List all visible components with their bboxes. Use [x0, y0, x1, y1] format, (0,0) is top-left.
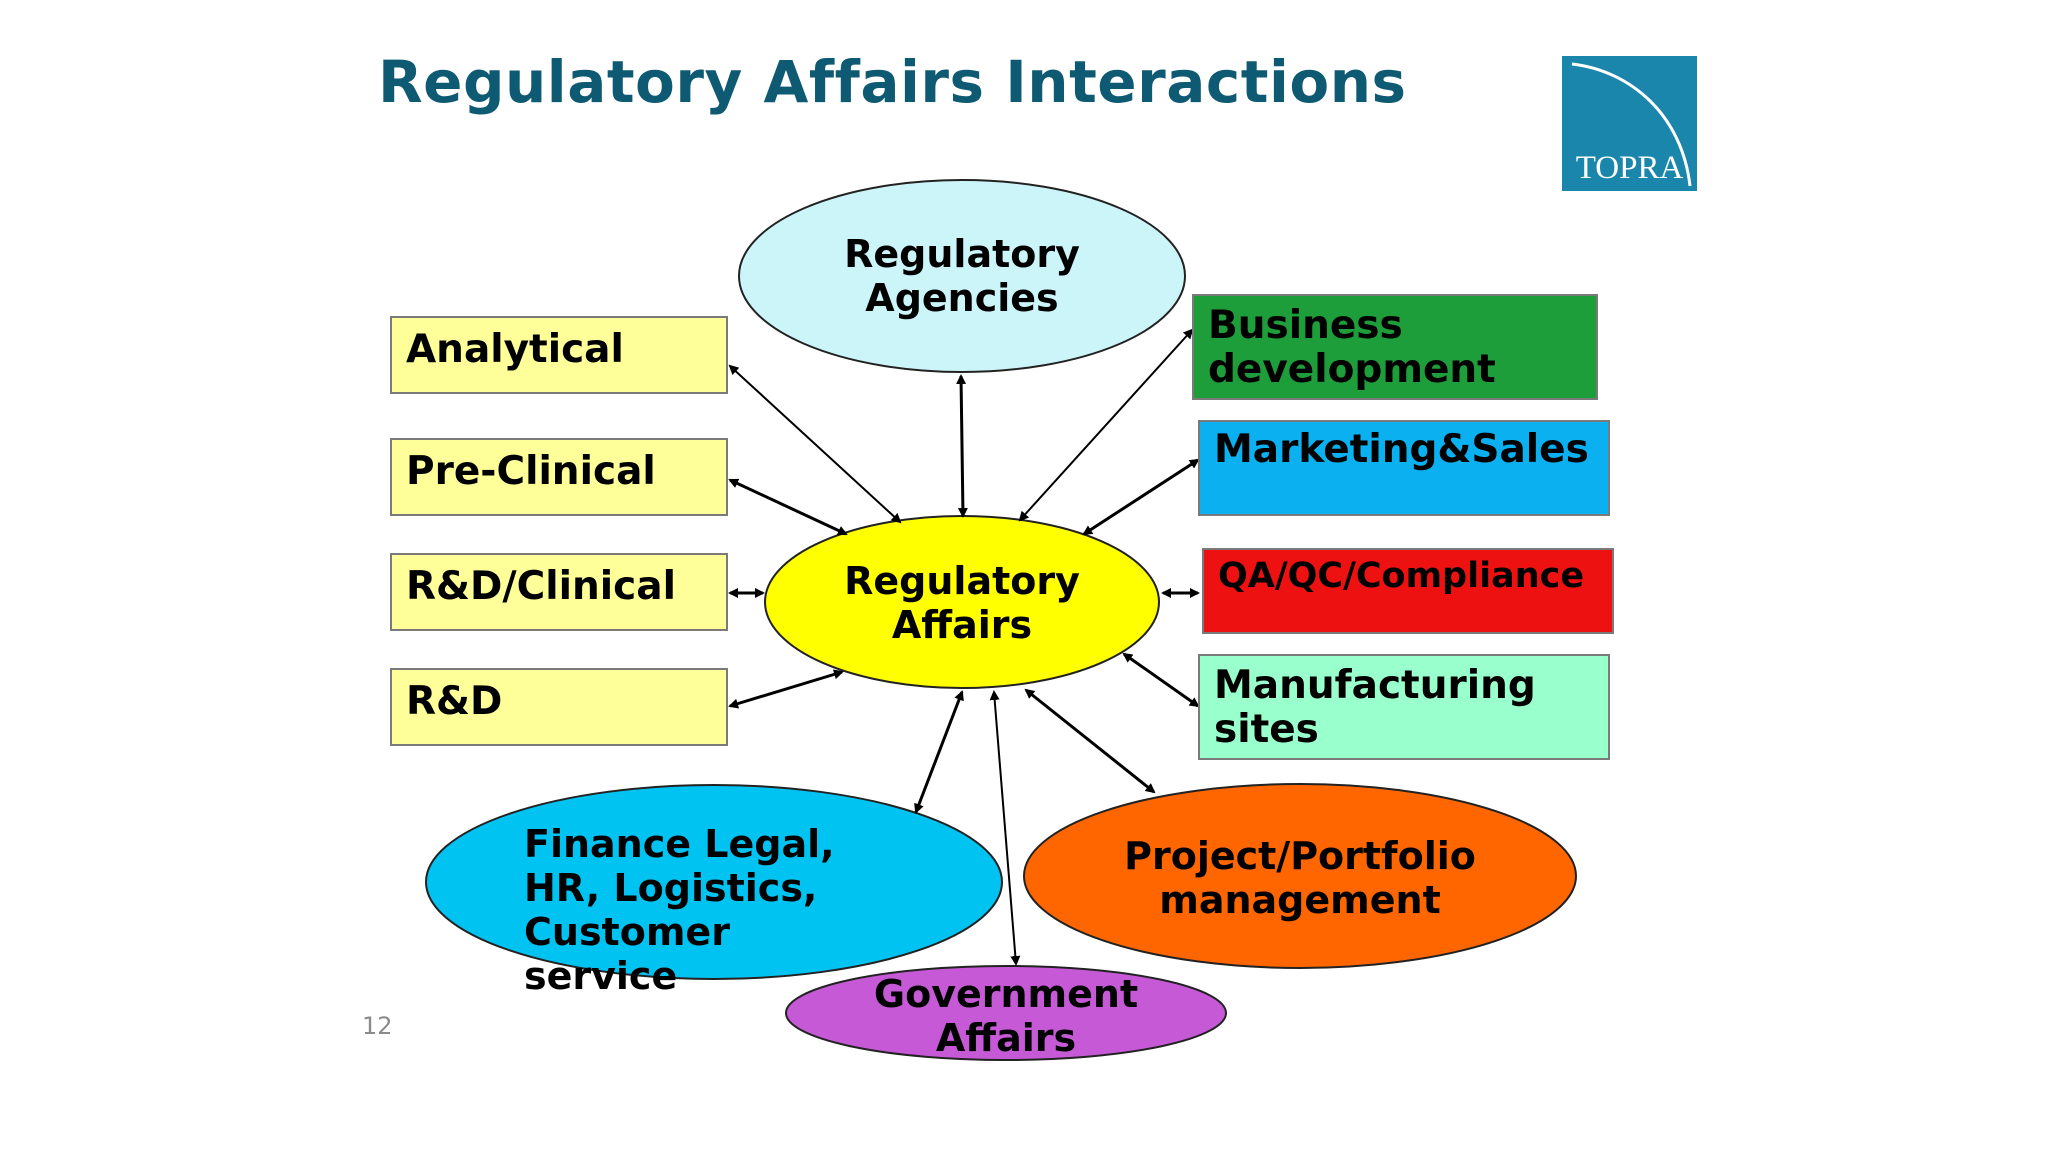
- box-marketing-sales: Marketing&Sales: [1198, 420, 1610, 516]
- ellipse-government: [785, 965, 1227, 1061]
- box-pre-clinical: Pre-Clinical: [390, 438, 728, 516]
- box-business-development: Business development: [1192, 294, 1598, 400]
- arrow-agencies: [956, 374, 968, 518]
- arrow-finance: [914, 690, 964, 814]
- box-analytical: Analytical: [390, 316, 728, 394]
- box-rd-clinical: R&D/Clinical: [390, 553, 728, 631]
- box-qa-qc-compliance: QA/QC/Compliance: [1202, 548, 1614, 634]
- arrow-marketing: [1082, 458, 1200, 536]
- arrow-analytical: [728, 364, 902, 524]
- arrow-project: [1024, 688, 1156, 794]
- arrow-business: [1018, 328, 1194, 522]
- logo-text: TOPRA: [1575, 150, 1684, 186]
- box-manufacturing-sites: Manufacturing sites: [1198, 654, 1610, 760]
- label-regulatory-agencies: Regulatory Agencies: [844, 232, 1080, 320]
- arrow-government: [989, 690, 1021, 966]
- box-rd: R&D: [390, 668, 728, 746]
- arrow-manufacturing: [1122, 652, 1200, 708]
- page-number: 12: [362, 1012, 393, 1040]
- logo-swoosh-icon: [1571, 62, 1692, 187]
- label-finance: Finance Legal, HR, Logistics, Customer s…: [524, 822, 835, 998]
- label-project: Project/Portfolio management: [1124, 834, 1476, 922]
- arrow-preclinical: [728, 478, 848, 536]
- slide-title: Regulatory Affairs Interactions: [378, 48, 1407, 116]
- arrow-rd: [728, 669, 844, 709]
- ellipse-project: [1023, 783, 1577, 969]
- topra-logo: TOPRA: [1562, 56, 1697, 191]
- label-regulatory-affairs: Regulatory Affairs: [844, 559, 1080, 647]
- ellipse-regulatory-agencies: [738, 179, 1186, 373]
- label-government: Government Affairs: [873, 972, 1139, 1060]
